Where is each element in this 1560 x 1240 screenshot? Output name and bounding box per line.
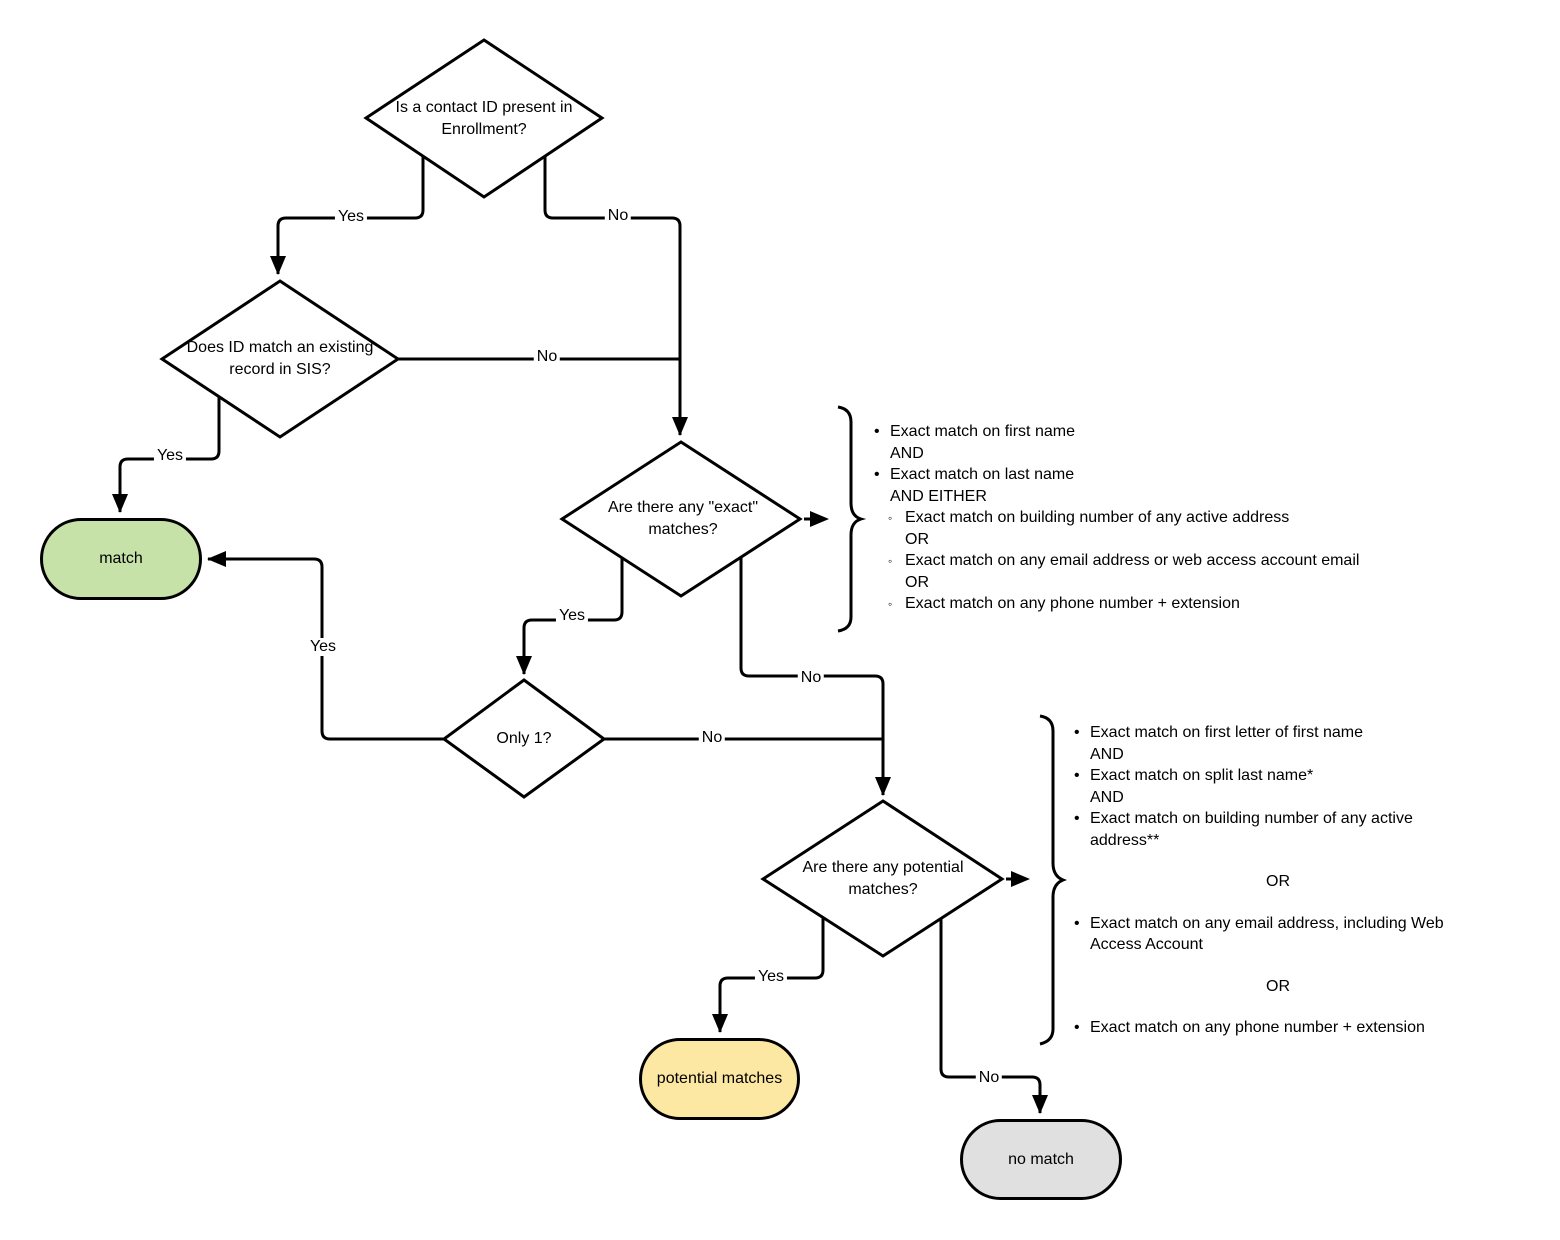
edge-label-d3-no: No (797, 669, 825, 687)
criteria-line: Exact match on any phone number + extens… (1072, 1017, 1484, 1039)
criteria-line: Exact match on any email address, includ… (1072, 913, 1484, 956)
brace-icon-exact-criteria (837, 405, 867, 633)
decision-only-one-label: Only 1? (496, 730, 552, 747)
terminal-potential-matches-label: potential matches (656, 1070, 783, 1087)
criteria-line: AND EITHER (890, 487, 987, 505)
decision-id-match-sis-shape (159, 279, 401, 439)
decision-only-one-shape (441, 678, 607, 799)
criteria-line: OR (905, 573, 929, 591)
criteria-line: Exact match on split last name* (1072, 765, 1484, 787)
criteria-line: Exact match on first name (872, 421, 1447, 443)
criteria-line: AND (1090, 745, 1124, 763)
terminal-match-label: match (99, 550, 143, 567)
criteria-line: Exact match on last name (872, 464, 1447, 486)
edge-label-d5-no: No (975, 1069, 1003, 1087)
criteria-line: Exact match on any email address or web … (872, 550, 1447, 572)
edge-label-d4-yes: Yes (306, 638, 340, 656)
decision-exact-matches-shape (559, 440, 803, 598)
terminal-no-match-label: no match (1008, 1150, 1074, 1168)
terminal-match: match (40, 518, 202, 600)
edge-label-d1-yes: Yes (334, 208, 368, 226)
decision-contact-id-shape (363, 38, 605, 199)
edge-label-d2-no: No (533, 348, 561, 366)
criteria-line: Exact match on building number of any ac… (1072, 808, 1484, 851)
decision-potential-matches-shape (760, 799, 1005, 958)
edge-label-d2-yes: Yes (153, 447, 187, 465)
decision-contact-id-label: Is a contact ID present in Enrollment? (395, 99, 573, 138)
criteria-line: Exact match on first letter of first nam… (1072, 722, 1484, 744)
criteria-line: OR (1266, 977, 1290, 995)
terminal-potential-matches: potential matches (639, 1038, 800, 1120)
criteria-line: AND (1090, 788, 1124, 806)
connector-d1-no (543, 155, 688, 436)
criteria-line: Exact match on building number of any ac… (872, 507, 1447, 529)
decision-potential-matches-label: Are there any potential matches? (802, 859, 964, 898)
edge-label-d5-yes: Yes (754, 968, 788, 986)
criteria-line: Exact match on any phone number + extens… (872, 593, 1447, 615)
criteria-line: AND (890, 444, 924, 462)
edge-label-d4-no: No (698, 729, 726, 747)
brace-icon-potential-criteria (1039, 714, 1068, 1046)
edge-label-d3-yes: Yes (555, 607, 589, 625)
edge-label-d1-no: No (604, 207, 632, 225)
terminal-no-match: no match (960, 1119, 1122, 1200)
decision-exact-matches-label: Are there any "exact" matches? (607, 499, 759, 538)
criteria-list-potential: Exact match on first letter of first nam… (1072, 722, 1484, 1039)
decision-id-match-sis-label: Does ID match an existing record in SIS? (186, 339, 374, 378)
criteria-line: OR (1266, 873, 1290, 890)
criteria-line: OR (905, 530, 929, 548)
